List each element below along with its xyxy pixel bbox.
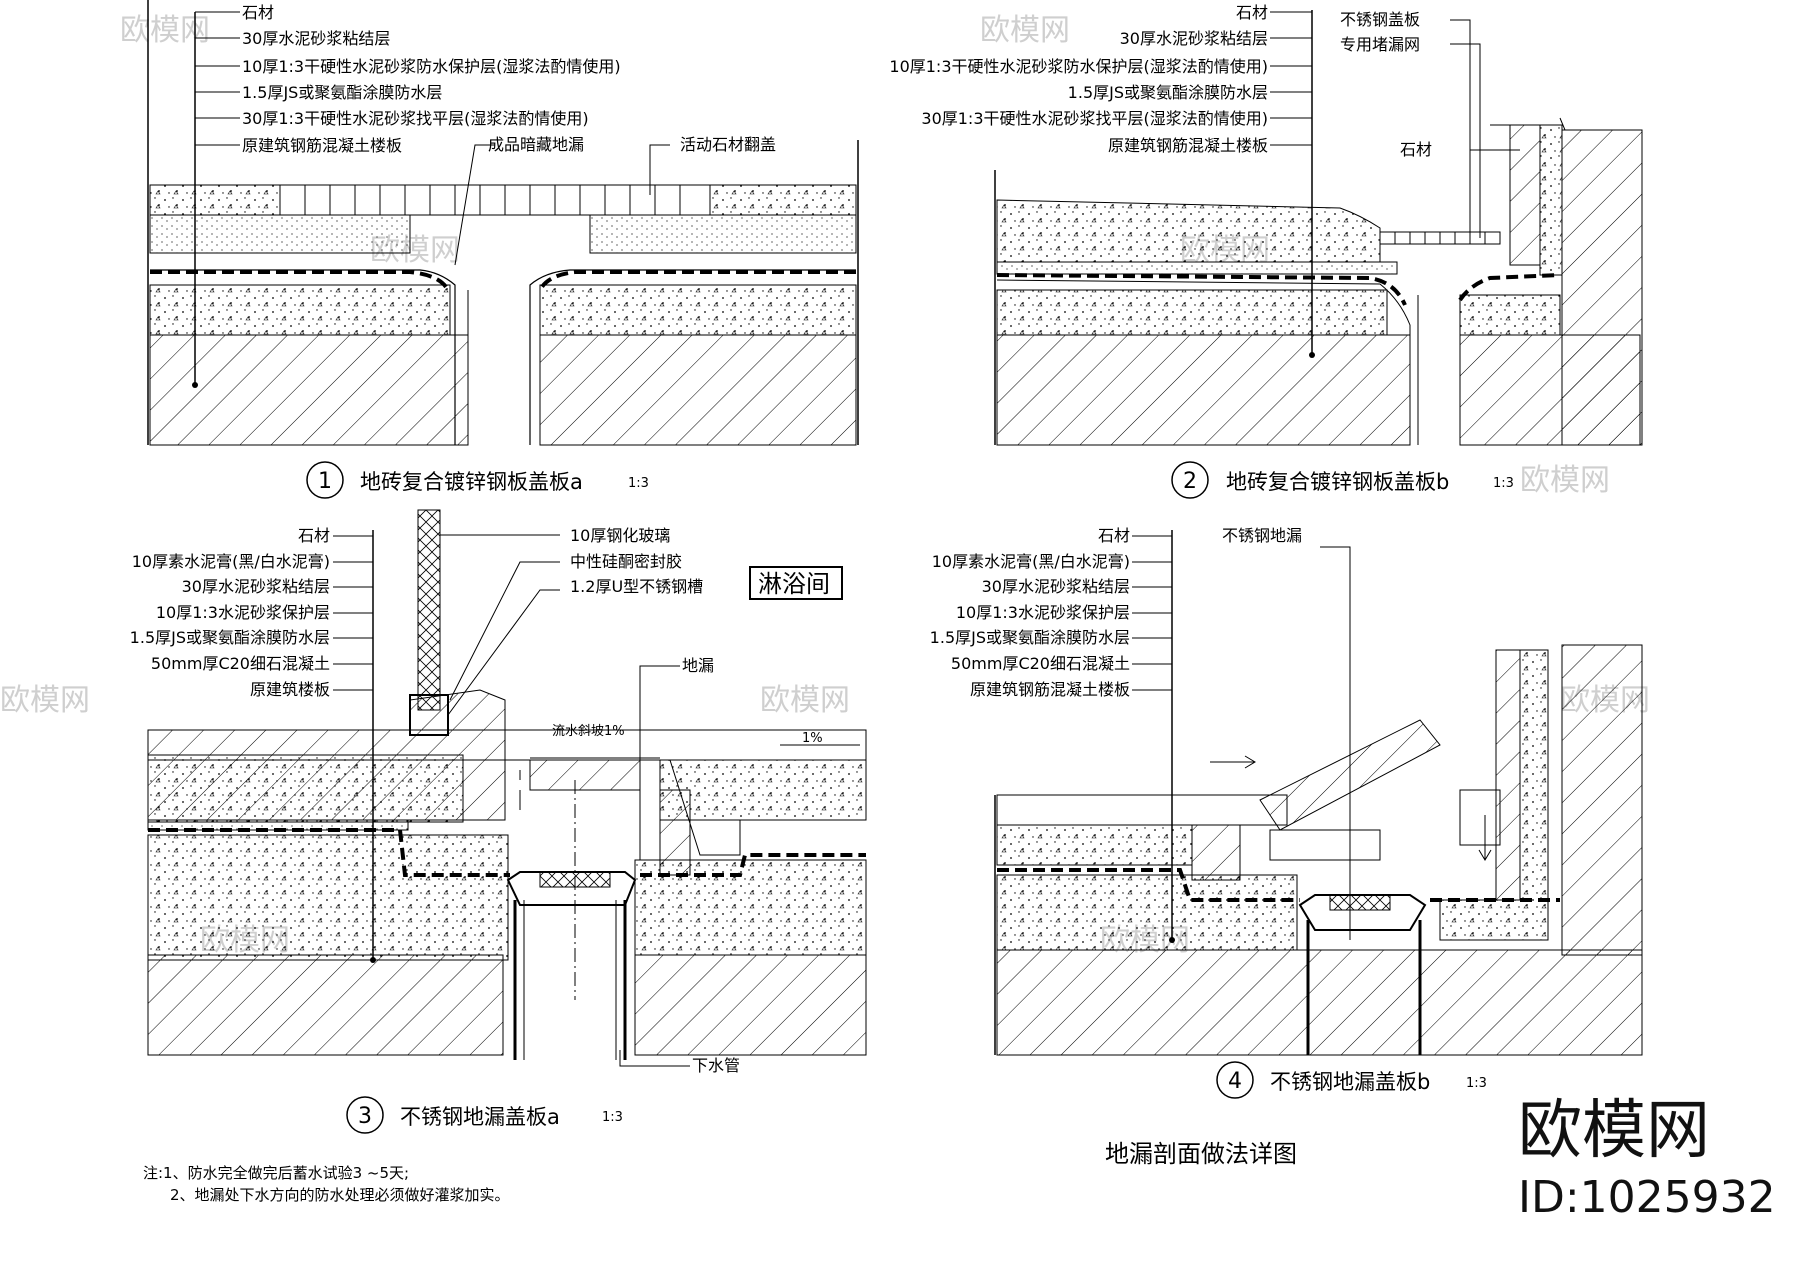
watermark-faint: 欧模网: [0, 683, 90, 718]
callout-net: 专用堵漏网: [1340, 35, 1420, 54]
layer-label: 50mm厚C20细石混凝土: [951, 654, 1130, 673]
detail-title: 不锈钢地漏盖板a: [400, 1105, 560, 1129]
layer-label: 30厚水泥砂浆粘结层: [982, 577, 1130, 596]
layer-label: 50mm厚C20细石混凝土: [151, 654, 330, 673]
callout-sealant: 中性硅酮密封胶: [570, 552, 682, 571]
room-tag: [749, 566, 843, 600]
layer-label: 10厚1:3干硬性水泥砂浆防水保护层(湿浆法酌情使用): [242, 57, 621, 76]
layer-label: 1.5厚JS或聚氨酯涂膜防水层: [930, 628, 1130, 647]
detail-4: 石材 10厚素水泥膏(黑/白水泥膏) 30厚水泥砂浆粘结层 10厚1:3水泥砂浆…: [930, 526, 1643, 1099]
layer-label: 原建筑楼板: [250, 680, 330, 699]
layer-label: 原建筑钢筋混凝土楼板: [242, 136, 402, 155]
detail-number: 4: [1228, 1069, 1242, 1094]
detail-title: 地砖复合镀锌钢板盖板a: [360, 470, 583, 494]
detail-scale: 1:3: [1466, 1076, 1487, 1091]
callout-drain: 地漏: [682, 656, 714, 675]
callout-channel: 1.2厚U型不锈钢槽: [570, 577, 703, 596]
layer-label: 10厚1:3水泥砂浆保护层: [156, 603, 330, 622]
layer-label: 石材: [298, 526, 330, 545]
watermark-faint: 欧模网: [760, 683, 850, 718]
layer-label: 30厚1:3干硬性水泥砂浆找平层(湿浆法酌情使用): [921, 109, 1268, 128]
callout-stone: 石材: [1400, 140, 1432, 159]
layer-label: 1.5厚JS或聚氨酯涂膜防水层: [130, 628, 330, 647]
layer-label: 10厚素水泥膏(黑/白水泥膏): [932, 552, 1130, 571]
layer-label: 石材: [1098, 526, 1130, 545]
detail-scale: 1:3: [628, 476, 649, 491]
detail-title: 不锈钢地漏盖板b: [1270, 1070, 1430, 1094]
detail-scale: 1:3: [602, 1110, 623, 1125]
callout-pipe: 下水管: [692, 1056, 740, 1075]
detail-number: 3: [358, 1104, 372, 1129]
layer-label: 30厚水泥砂浆粘结层: [182, 577, 330, 596]
room-tag-text: 淋浴间: [758, 570, 830, 598]
detail-2: 石材 30厚水泥砂浆粘结层 10厚1:3干硬性水泥砂浆防水保护层(湿浆法酌情使用…: [889, 3, 1643, 499]
callout-cover: 不锈钢盖板: [1340, 10, 1420, 29]
slope-label-small: 1%: [802, 731, 823, 746]
layer-label: 石材: [242, 3, 274, 22]
layer-label: 10厚1:3干硬性水泥砂浆防水保护层(湿浆法酌情使用): [889, 57, 1268, 76]
layer-label: 30厚水泥砂浆粘结层: [242, 29, 390, 48]
layer-label: 原建筑钢筋混凝土楼板: [1108, 136, 1268, 155]
callout-cover: 活动石材翻盖: [680, 135, 776, 154]
layer-label: 原建筑钢筋混凝土楼板: [970, 680, 1130, 699]
callout-drain: 成品暗藏地漏: [488, 135, 584, 154]
detail-scale: 1:3: [1493, 476, 1514, 491]
layer-label: 石材: [1236, 3, 1268, 22]
detail-3: 流水斜坡1% 1% 石材 10厚素水泥膏(黑/白水泥膏) 30厚水泥砂浆粘结层 …: [130, 509, 867, 1134]
detail-1: 石材 30厚水泥砂浆粘结层 10厚1:3干硬性水泥砂浆防水保护层(湿浆法酌情使用…: [147, 0, 859, 499]
layer-label: 1.5厚JS或聚氨酯涂膜防水层: [242, 83, 442, 102]
layer-label: 10厚1:3水泥砂浆保护层: [956, 603, 1130, 622]
watermark-faint: 欧模网: [980, 13, 1070, 48]
note-line-1: 注:1、防水完全做完后蓄水试验3 ~5天;: [143, 1164, 409, 1182]
layer-label: 30厚水泥砂浆粘结层: [1120, 29, 1268, 48]
layer-label: 1.5厚JS或聚氨酯涂膜防水层: [1068, 83, 1268, 102]
watermark-faint: 欧模网: [120, 13, 210, 48]
detail-number: 1: [318, 469, 332, 494]
watermark-logo: 欧模网: [1518, 1094, 1710, 1168]
slope-label: 流水斜坡1%: [552, 724, 625, 739]
callout-glass: 10厚钢化玻璃: [570, 526, 670, 545]
watermark-faint: 欧模网: [1520, 463, 1610, 498]
watermark-id: ID:1025932: [1518, 1172, 1776, 1223]
detail-title: 地砖复合镀锌钢板盖板b: [1226, 470, 1449, 494]
layer-label: 10厚素水泥膏(黑/白水泥膏): [132, 552, 330, 571]
layer-label: 30厚1:3干硬性水泥砂浆找平层(湿浆法酌情使用): [242, 109, 589, 128]
sheet-title: 地漏剖面做法详图: [1105, 1140, 1297, 1168]
detail-number: 2: [1183, 469, 1197, 494]
callout-drain: 不锈钢地漏: [1222, 526, 1302, 545]
note-line-2: 2、地漏处下水方向的防水处理必须做好灌浆加实。: [170, 1186, 510, 1204]
